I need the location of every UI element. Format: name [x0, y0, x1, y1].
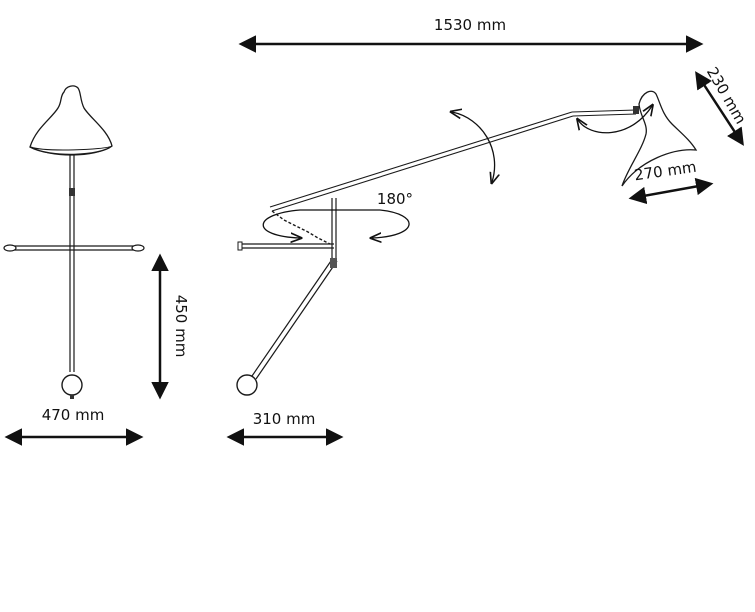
- total-length-label: 1530 mm: [434, 16, 506, 34]
- shade-height-arrow: [695, 71, 744, 146]
- shade-width-label: 270 mm: [633, 158, 698, 185]
- front-height-label: 450 mm: [172, 295, 190, 358]
- shade-tilt-arrow: [578, 106, 652, 134]
- arm-tilt-arrow: [452, 112, 495, 182]
- rotation-label: 180°: [377, 190, 413, 208]
- rotation-arrow: [262, 209, 410, 238]
- shade-width-arrow: [628, 177, 714, 205]
- side-depth-label: 310 mm: [253, 410, 316, 428]
- front-view-lamp: [3, 85, 145, 399]
- side-view-lamp: [236, 90, 698, 396]
- front-width-label: 470 mm: [42, 406, 105, 424]
